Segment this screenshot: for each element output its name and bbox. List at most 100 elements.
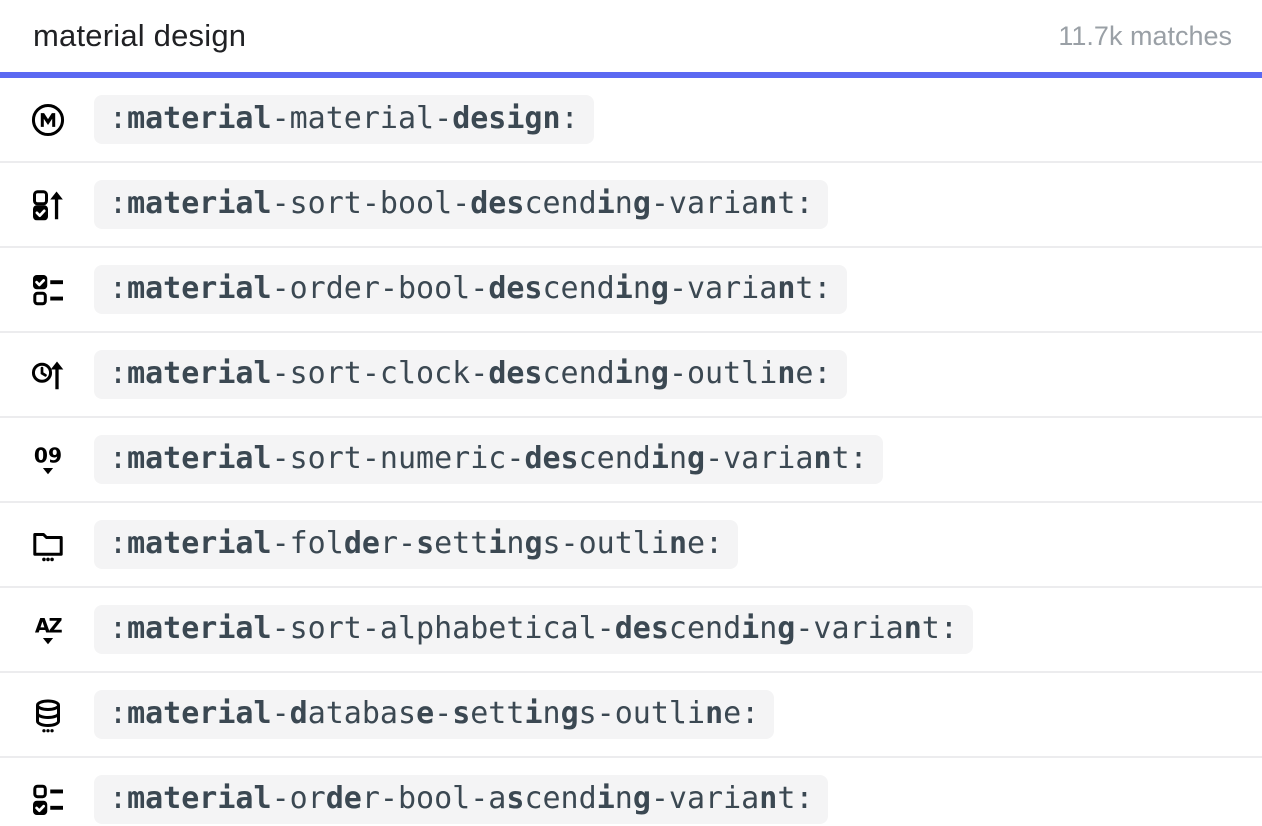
code-segment-match: des: [488, 271, 543, 306]
code-segment-match: g: [650, 271, 669, 306]
result-row-order-bool-ascending-variant[interactable]: :material-order-bool-ascending-variant:: [0, 758, 1262, 826]
order-bool-ascending-variant-icon: [30, 782, 66, 818]
search-input[interactable]: material design: [33, 18, 247, 53]
code-segment: :: [109, 696, 128, 731]
svg-text:09: 09: [34, 443, 62, 467]
code-segment: atabas: [307, 696, 417, 731]
code-segment: ett: [470, 696, 525, 731]
code-segment-match: material: [127, 696, 272, 731]
results-list: :material-material-design: :material-sor…: [0, 78, 1262, 826]
code-segment: cend: [668, 611, 742, 646]
code-segment-match: e: [416, 696, 435, 731]
result-row-sort-bool-descending-variant[interactable]: :material-sort-bool-descending-variant:: [0, 163, 1262, 248]
code-segment: :: [109, 611, 128, 646]
result-row-database-settings-outline[interactable]: :material-database-settings-outline:: [0, 673, 1262, 758]
result-row-sort-alphabetical-descending-variant[interactable]: AZ :material-sort-alphabetical-descendin…: [0, 588, 1262, 673]
code-segment-match: material: [127, 526, 272, 561]
emoji-code: :material-sort-numeric-descending-varian…: [94, 435, 883, 484]
code-segment: cend: [542, 271, 615, 306]
code-segment-match: i: [614, 271, 633, 306]
code-segment-match: i: [741, 611, 760, 646]
emoji-code: :material-folder-settings-outline:: [94, 520, 739, 569]
code-segment: n: [668, 441, 687, 476]
code-segment: :: [109, 356, 128, 391]
code-segment-match: g: [650, 356, 669, 391]
code-segment: ett: [434, 526, 489, 561]
code-segment: t:: [777, 781, 814, 816]
code-segment-match: n: [903, 611, 922, 646]
code-segment: t:: [831, 441, 868, 476]
code-segment-match: i: [650, 441, 669, 476]
code-segment: :: [109, 186, 128, 221]
result-row-material-design[interactable]: :material-material-design:: [0, 78, 1262, 163]
code-segment-match: de: [325, 781, 362, 816]
result-row-folder-settings-outline[interactable]: :material-folder-settings-outline:: [0, 503, 1262, 588]
code-segment: e:: [723, 696, 760, 731]
code-segment: -varia: [668, 271, 778, 306]
code-segment: t:: [795, 271, 832, 306]
code-segment-match: i: [524, 696, 543, 731]
order-bool-descending-variant-icon: [30, 272, 66, 308]
code-segment-match: g: [524, 526, 543, 561]
result-row-sort-clock-descending-outline[interactable]: :material-sort-clock-descending-outline:: [0, 333, 1262, 418]
code-segment: cend: [542, 356, 615, 391]
code-segment: :: [109, 441, 128, 476]
code-segment-match: des: [614, 611, 669, 646]
code-segment: n: [506, 526, 525, 561]
code-segment-match: material: [127, 101, 272, 136]
code-segment-match: material: [127, 186, 272, 221]
code-segment: -varia: [650, 781, 760, 816]
code-segment: n: [632, 271, 651, 306]
code-segment: n: [614, 186, 633, 221]
sort-clock-descending-outline-icon: [30, 357, 66, 393]
code-segment-match: n: [759, 186, 778, 221]
search-header: material design 11.7k matches: [0, 0, 1262, 78]
code-segment-match: s: [506, 781, 525, 816]
code-segment: s-outli: [578, 696, 706, 731]
code-segment-match: des: [524, 441, 579, 476]
code-segment-match: g: [777, 611, 796, 646]
code-segment-match: material: [127, 271, 272, 306]
code-segment: -varia: [795, 611, 904, 646]
code-segment-match: g: [560, 696, 579, 731]
code-segment-match: n: [759, 781, 778, 816]
folder-settings-outline-icon: [30, 527, 66, 563]
emoji-code: :material-material-design:: [94, 95, 594, 144]
code-segment-match: d: [289, 696, 308, 731]
code-segment: -: [271, 696, 290, 731]
code-segment: -or: [271, 781, 326, 816]
sort-numeric-descending-variant-icon: 09: [30, 442, 66, 478]
emoji-code: :material-sort-clock-descending-outline:: [94, 350, 847, 399]
match-count: 11.7k matches: [1058, 20, 1232, 51]
code-segment-match: n: [668, 526, 687, 561]
emoji-code: :material-order-bool-ascending-variant:: [94, 775, 829, 824]
code-segment-match: material: [127, 781, 272, 816]
code-segment-match: de: [343, 526, 380, 561]
code-segment-match: s: [452, 696, 471, 731]
sort-alphabetical-descending-variant-icon: AZ: [30, 612, 66, 648]
code-segment-match: material: [127, 441, 272, 476]
code-segment-match: n: [777, 271, 796, 306]
code-segment: :: [109, 526, 128, 561]
code-segment-match: s: [416, 526, 435, 561]
code-segment: r-bool-a: [361, 781, 507, 816]
code-segment-match: n: [705, 696, 724, 731]
code-segment: -varia: [650, 186, 760, 221]
code-segment: -material-: [271, 101, 453, 136]
emoji-code: :material-sort-bool-descending-variant:: [94, 180, 829, 229]
code-segment: r-: [379, 526, 417, 561]
code-segment: -sort-bool-: [271, 186, 471, 221]
code-segment: n: [614, 781, 633, 816]
result-row-sort-numeric-descending-variant[interactable]: 09 :material-sort-numeric-descending-var…: [0, 418, 1262, 503]
code-segment-match: i: [488, 526, 507, 561]
code-segment-match: n: [813, 441, 832, 476]
code-segment: e:: [687, 526, 724, 561]
code-segment-match: material: [127, 611, 272, 646]
code-segment: -fol: [271, 526, 344, 561]
code-segment: -varia: [705, 441, 814, 476]
code-segment: :: [109, 101, 128, 136]
code-segment: -sort-clock-: [271, 356, 489, 391]
emoji-code: :material-database-settings-outline:: [94, 690, 775, 739]
result-row-order-bool-descending-variant[interactable]: :material-order-bool-descending-variant:: [0, 248, 1262, 333]
